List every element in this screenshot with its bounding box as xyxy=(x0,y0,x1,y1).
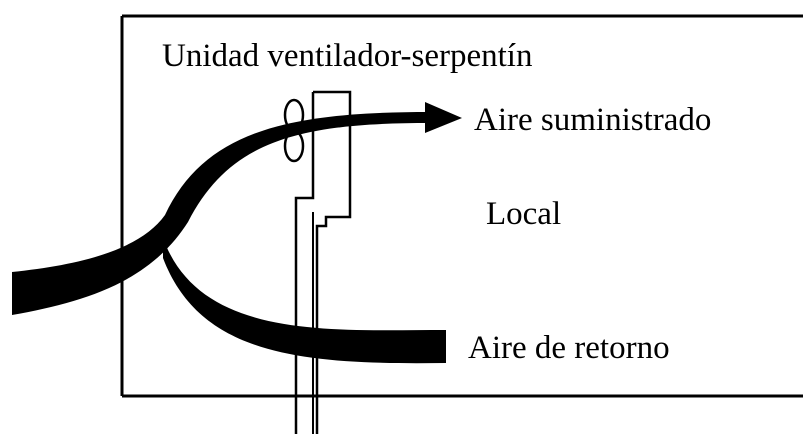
room-outline xyxy=(120,14,803,398)
unit-label: Unidad ventilador-serpentín xyxy=(162,38,533,74)
return-air-flow xyxy=(163,238,446,364)
fan-coil-unit-outline xyxy=(294,90,352,434)
return-air-label: Aire de retorno xyxy=(468,330,670,366)
supply-air-flow xyxy=(12,112,430,315)
room-label: Local xyxy=(486,196,562,232)
supply-air-label: Aire suministrado xyxy=(474,102,712,138)
arrow-head-icon xyxy=(425,102,462,133)
